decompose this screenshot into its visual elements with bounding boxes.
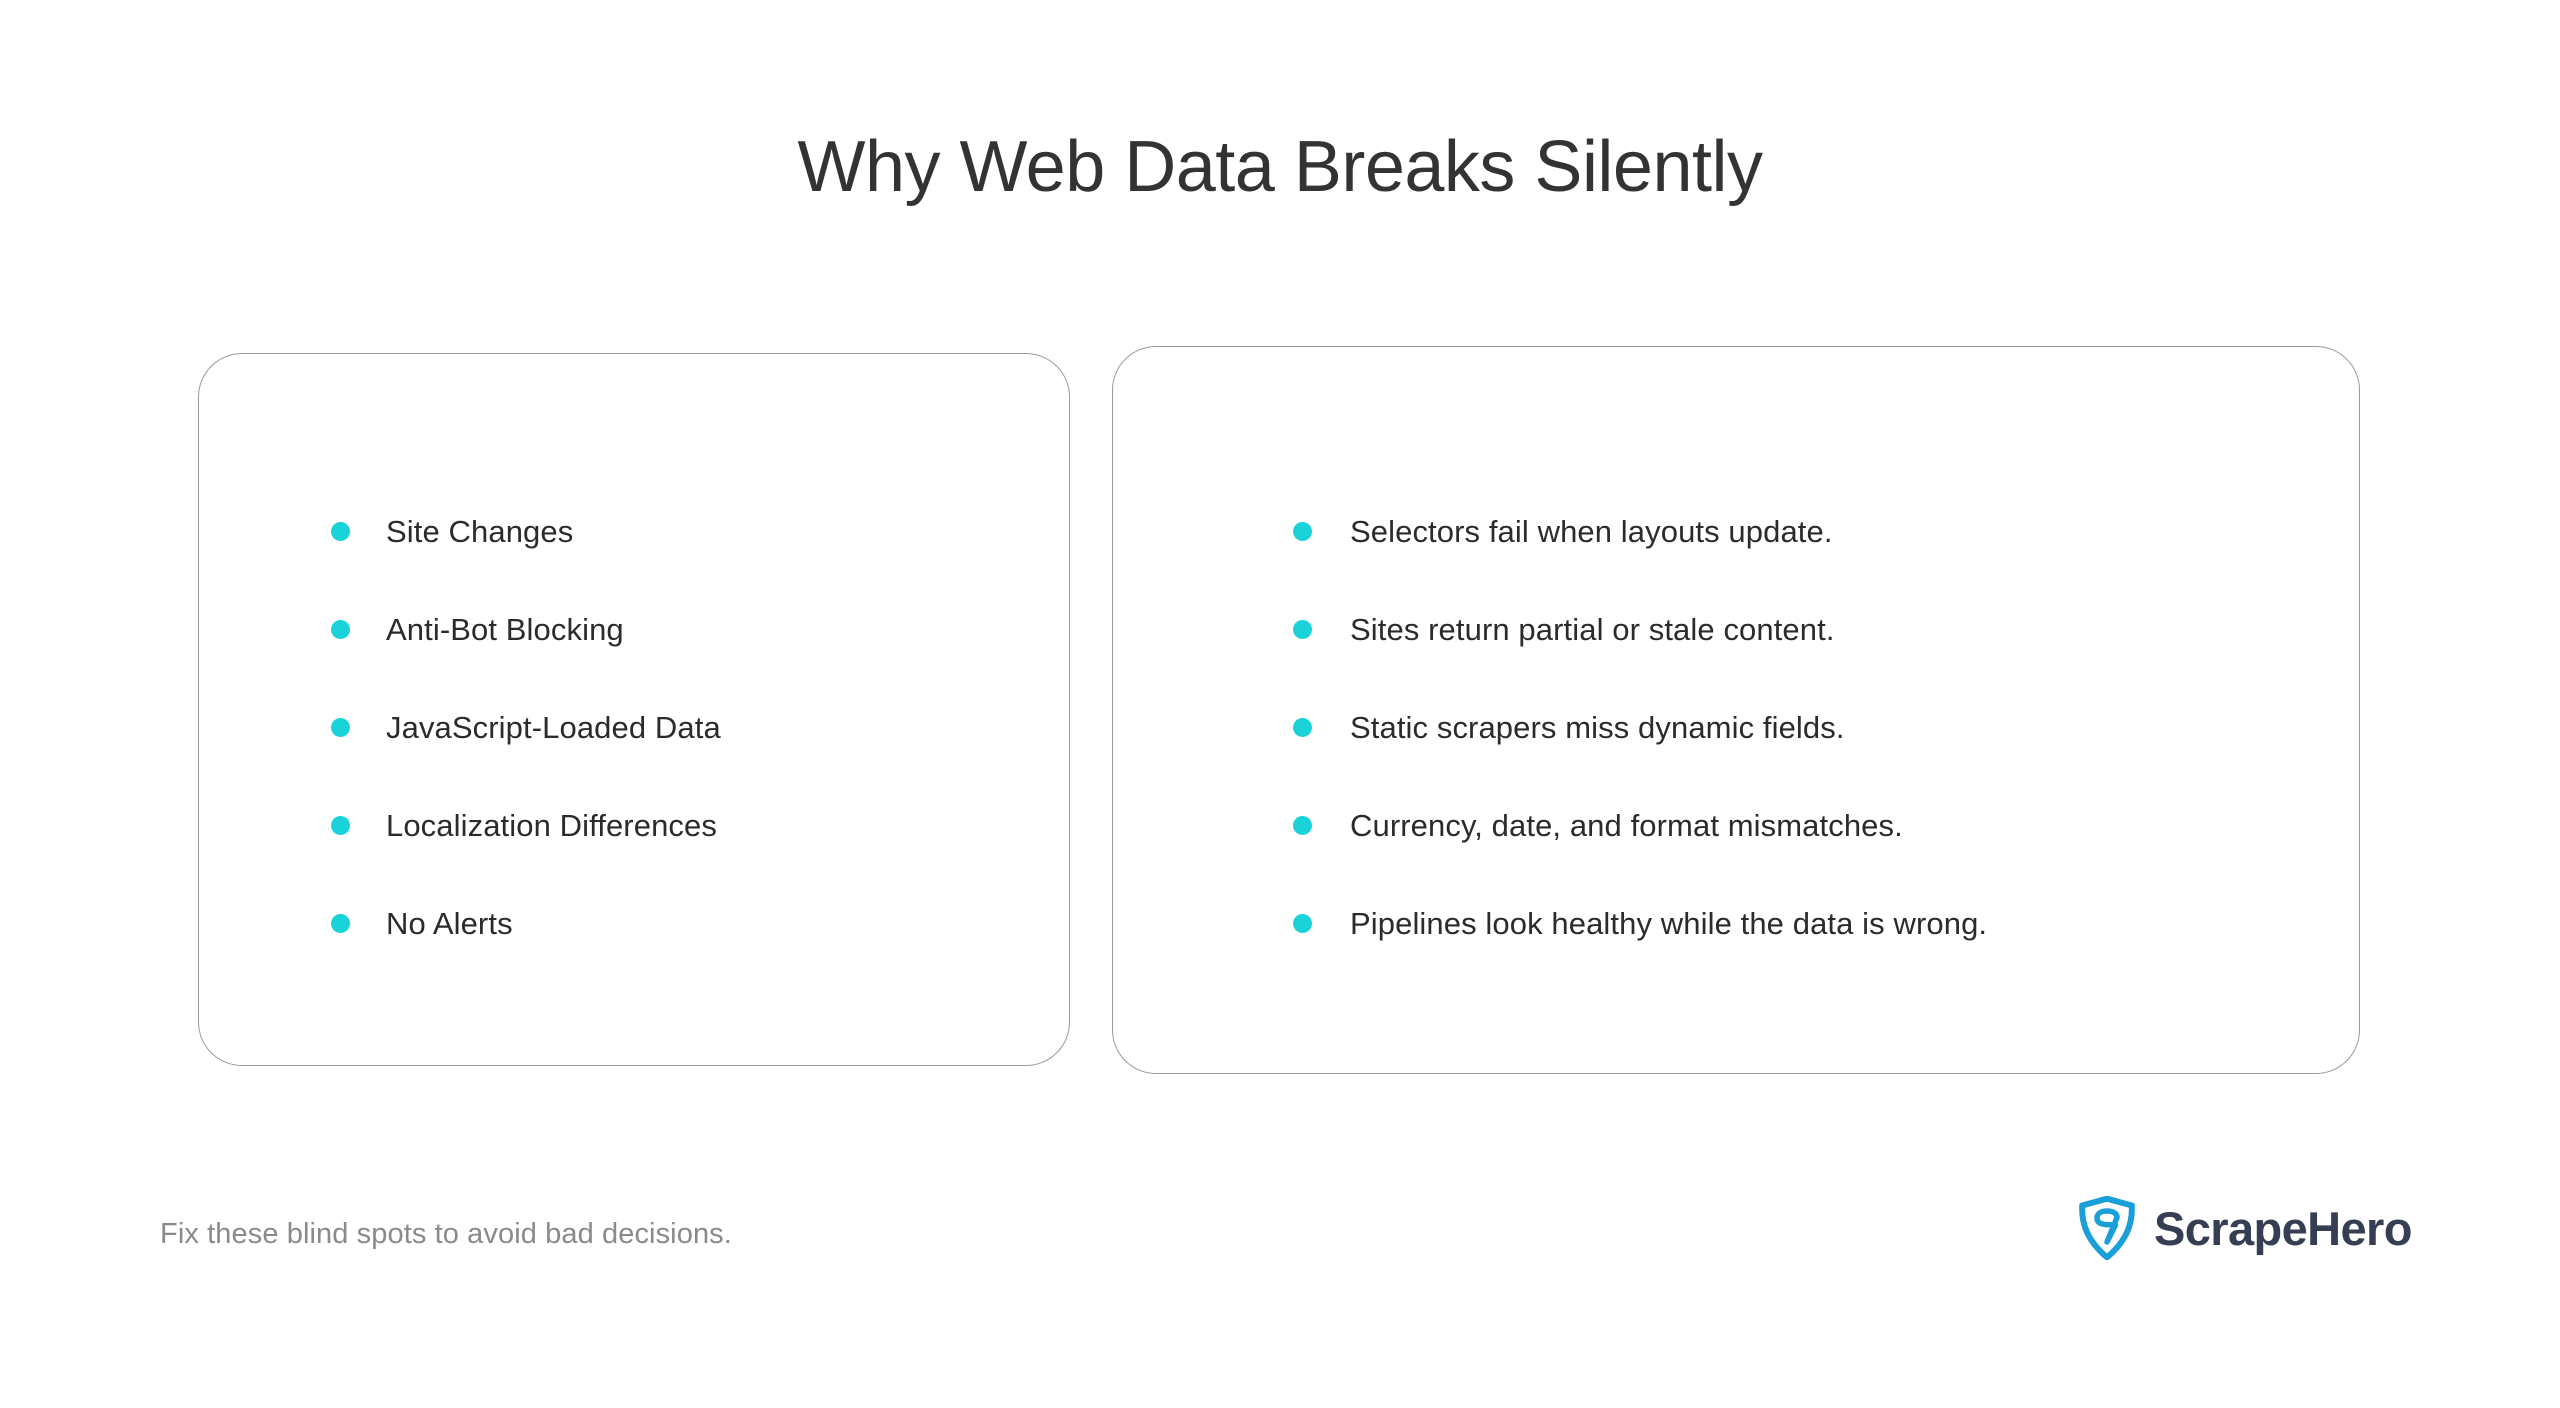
list-item-label: Localization Differences [386,807,717,843]
effects-list: Selectors fail when layouts update. Site… [1293,482,1987,972]
list-item-label: JavaScript-Loaded Data [386,709,721,745]
causes-list: Site Changes Anti-Bot Blocking JavaScrip… [331,482,721,972]
list-item: JavaScript-Loaded Data [331,678,721,776]
list-item-label: Sites return partial or stale content. [1350,611,1835,647]
footer-note: Fix these blind spots to avoid bad decis… [160,1218,732,1250]
list-item-label: Static scrapers miss dynamic fields. [1350,709,1845,745]
dot-icon [331,815,350,835]
dot-icon [331,521,350,541]
list-item-label: Anti-Bot Blocking [386,611,624,647]
list-item-label: Selectors fail when layouts update. [1350,513,1833,549]
dot-icon [1293,717,1312,737]
dot-icon [331,913,350,933]
dot-icon [331,717,350,737]
list-item: Selectors fail when layouts update. [1293,482,1987,580]
dot-icon [1293,913,1312,933]
list-item-label: Site Changes [386,513,574,549]
list-item-label: Pipelines look healthy while the data is… [1350,905,1988,941]
list-item: Site Changes [331,482,721,580]
list-item: Anti-Bot Blocking [331,580,721,678]
causes-card: Site Changes Anti-Bot Blocking JavaScrip… [198,353,1070,1066]
scrapehero-logo: ScrapeHero [2078,1190,2412,1266]
dot-icon [1293,619,1312,639]
list-item: No Alerts [331,874,721,972]
shield-s-icon [2079,1196,2135,1260]
scrapehero-wordmark: ScrapeHero [2154,1201,2412,1255]
list-item: Localization Differences [331,776,721,874]
list-item-label: No Alerts [386,905,513,941]
list-item: Static scrapers miss dynamic fields. [1293,678,1987,776]
effects-card: Selectors fail when layouts update. Site… [1112,346,2360,1074]
dot-icon [1293,815,1312,835]
list-item: Currency, date, and format mismatches. [1293,776,1987,874]
page-title: Why Web Data Breaks Silently [797,127,1763,207]
dot-icon [1293,521,1312,541]
list-item: Sites return partial or stale content. [1293,580,1987,678]
list-item: Pipelines look healthy while the data is… [1293,874,1987,972]
list-item-label: Currency, date, and format mismatches. [1350,807,1903,843]
dot-icon [331,619,350,639]
